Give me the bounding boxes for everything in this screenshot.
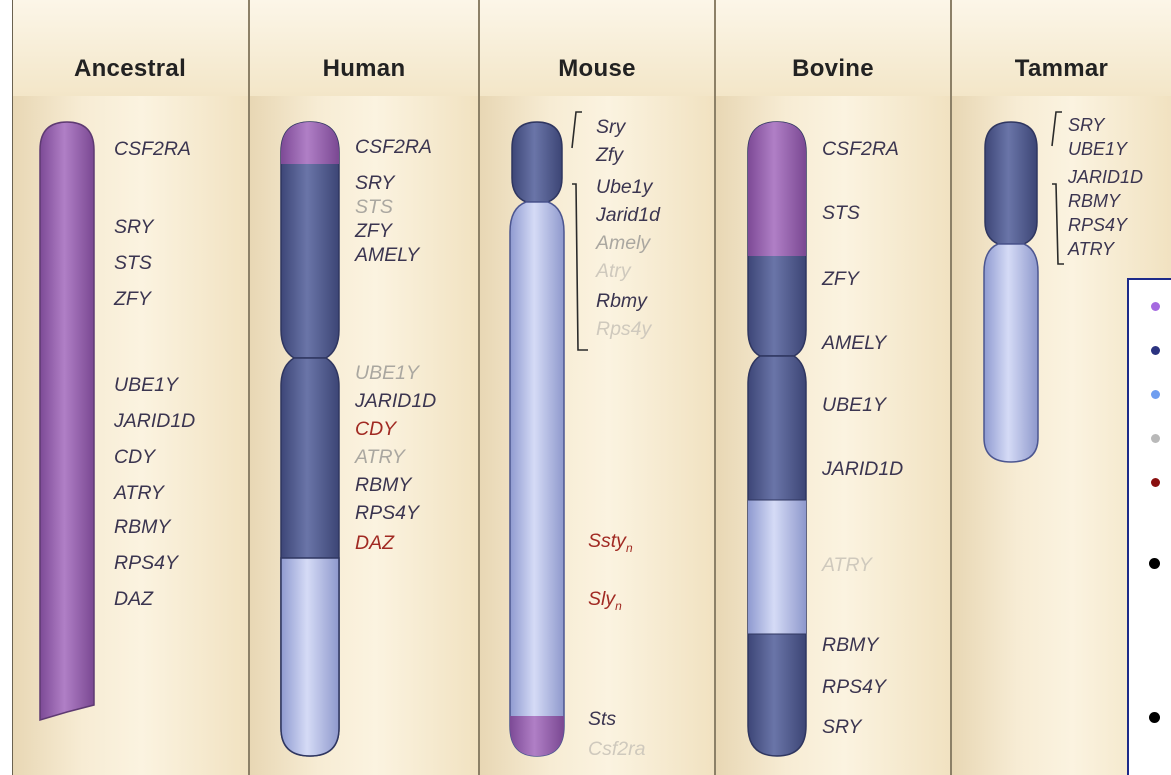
gene-label-lost: Rps4y bbox=[596, 320, 651, 340]
gene-label: RBMY bbox=[355, 476, 411, 496]
gene-label-ampliconic: Slyn bbox=[588, 590, 622, 612]
bovine-chromosome bbox=[716, 0, 950, 775]
gene-label: ZFY bbox=[114, 290, 151, 310]
gene-label: UBE1Y bbox=[822, 396, 886, 416]
gene-label: STS bbox=[114, 254, 152, 274]
gene-label-lost: Amely bbox=[596, 234, 650, 254]
gene-label-ampliconic: Sstyn bbox=[588, 532, 633, 554]
legend-marker-darkred bbox=[1151, 478, 1160, 487]
legend-marker-purple bbox=[1151, 302, 1160, 311]
gene-label: JARID1D bbox=[1068, 168, 1143, 186]
gene-label: Jarid1d bbox=[596, 206, 660, 226]
panel-bovine: Bovine CSF2RA STS ZFY AMELY UBE1Y JARID1… bbox=[716, 0, 952, 775]
gene-label: ZFY bbox=[355, 222, 392, 242]
gene-label: JARID1D bbox=[355, 392, 436, 412]
gene-label: SRY bbox=[1068, 116, 1104, 134]
legend-marker-navy bbox=[1151, 346, 1160, 355]
gene-label-lost: UBE1Y bbox=[355, 364, 419, 384]
legend-marker-lightblue bbox=[1151, 390, 1160, 399]
gene-label: UBE1Y bbox=[1068, 140, 1127, 158]
gene-label: ATRY bbox=[114, 484, 164, 504]
gene-label: Rbmy bbox=[596, 292, 647, 312]
legend-bullet bbox=[1149, 712, 1160, 723]
gene-label: Sry bbox=[596, 118, 625, 138]
legend-box bbox=[1127, 278, 1171, 775]
gene-label-lost: Csf2ra bbox=[588, 740, 645, 760]
gene-label-ampliconic: CDY bbox=[355, 420, 396, 440]
gene-label: RBMY bbox=[1068, 192, 1120, 210]
gene-label-lost: STS bbox=[355, 198, 393, 218]
gene-label: CSF2RA bbox=[355, 138, 432, 158]
gene-label-ampliconic: DAZ bbox=[355, 534, 394, 554]
gene-label: UBE1Y bbox=[114, 376, 178, 396]
panel-ancestral: Ancestral CSF2RA SRY STS ZFY UBE1Y JARID… bbox=[12, 0, 250, 775]
gene-label: STS bbox=[822, 204, 860, 224]
gene-label: RPS4Y bbox=[355, 504, 419, 524]
gene-label: DAZ bbox=[114, 590, 153, 610]
gene-label: AMELY bbox=[822, 334, 886, 354]
gene-label-lost: ATRY bbox=[822, 556, 872, 576]
gene-label: Ube1y bbox=[596, 178, 652, 198]
gene-label: SRY bbox=[114, 218, 153, 238]
legend-bullet bbox=[1149, 558, 1160, 569]
panel-mouse: Mouse Sry Zfy Ube1y Jarid1d Amely Atry R… bbox=[480, 0, 716, 775]
gene-label-lost: Atry bbox=[596, 262, 631, 282]
gene-label: ZFY bbox=[822, 270, 859, 290]
gene-label: ATRY bbox=[1068, 240, 1114, 258]
gene-label: Sts bbox=[588, 710, 616, 730]
legend-marker-grey bbox=[1151, 434, 1160, 443]
gene-label: RBMY bbox=[114, 518, 170, 538]
gene-label: JARID1D bbox=[114, 412, 195, 432]
gene-label: RPS4Y bbox=[822, 678, 886, 698]
gene-label: CDY bbox=[114, 448, 155, 468]
gene-label: RBMY bbox=[822, 636, 878, 656]
gene-label: CSF2RA bbox=[114, 140, 191, 160]
gene-label: AMELY bbox=[355, 246, 419, 266]
gene-label: CSF2RA bbox=[822, 140, 899, 160]
gene-label: SRY bbox=[822, 718, 861, 738]
gene-label: SRY bbox=[355, 174, 394, 194]
panel-human: Human CSF2RA SRY STS ZFY AMELY UBE1Y JAR… bbox=[250, 0, 480, 775]
gene-label: Zfy bbox=[596, 146, 623, 166]
gene-label: JARID1D bbox=[822, 460, 903, 480]
gene-label-lost: ATRY bbox=[355, 448, 405, 468]
gene-label: RPS4Y bbox=[1068, 216, 1127, 234]
human-chromosome bbox=[250, 0, 478, 775]
gene-label: RPS4Y bbox=[114, 554, 178, 574]
